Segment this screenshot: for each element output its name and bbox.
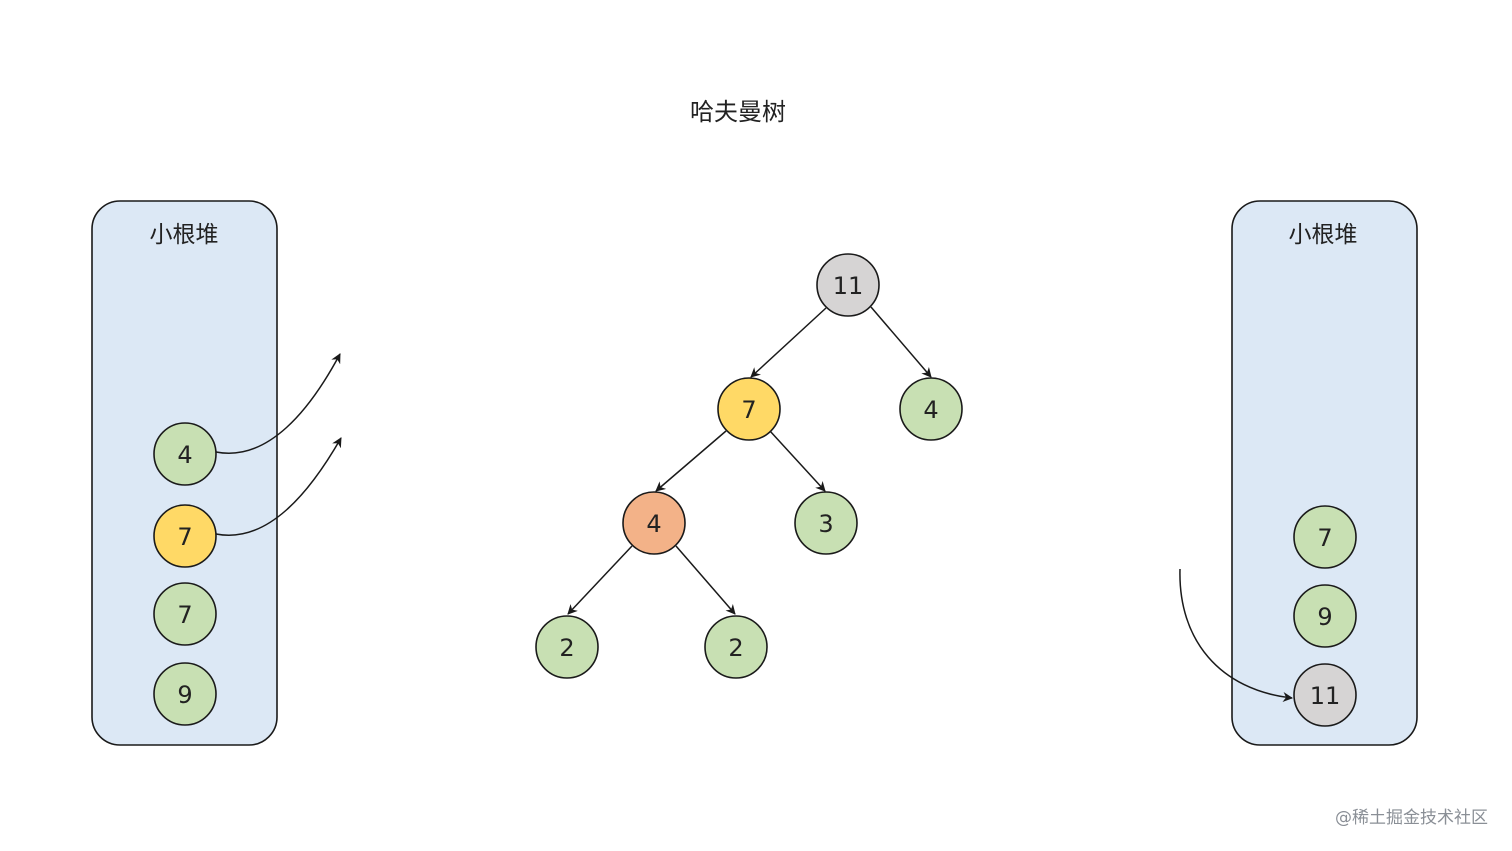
tree-node: 2 (535, 615, 599, 679)
left-heap-node: 7 (153, 504, 217, 568)
tree-node: 2 (704, 615, 768, 679)
tree-node: 3 (794, 491, 858, 555)
node-value: 3 (818, 510, 833, 538)
pop-arrow (215, 437, 342, 536)
node-value: 7 (177, 601, 192, 629)
push-arrow (1179, 568, 1293, 702)
node-value: 4 (177, 441, 192, 469)
left-heap: 小根堆 4 7 7 9 (91, 200, 278, 746)
node-value: 7 (177, 523, 192, 551)
node-value: 2 (559, 634, 574, 662)
node-value: 4 (923, 396, 938, 424)
pop-arrow (215, 353, 341, 454)
left-heap-node: 7 (153, 582, 217, 646)
left-heap-node: 9 (153, 662, 217, 726)
left-heap-node: 4 (153, 422, 217, 486)
diagram-title: 哈夫曼树 (690, 98, 786, 126)
tree-edge (870, 306, 932, 378)
right-heap: 小根堆 7 9 11 (1231, 200, 1418, 746)
node-value: 9 (177, 681, 192, 709)
node-value: 9 (1317, 603, 1332, 631)
tree-edges (567, 306, 932, 615)
tree-edge (769, 430, 826, 492)
tree-node: 7 (717, 377, 781, 441)
node-value: 7 (1317, 524, 1332, 552)
node-value: 4 (646, 510, 661, 538)
left-heap-label: 小根堆 (150, 222, 219, 248)
node-value: 11 (833, 272, 864, 300)
right-heap-node: 11 (1293, 663, 1357, 727)
tree-edge (567, 545, 633, 615)
right-heap-node: 9 (1293, 584, 1357, 648)
right-heap-node: 7 (1293, 505, 1357, 569)
tree-edge (750, 307, 827, 378)
tree-node-root: 11 (816, 253, 880, 317)
node-value: 11 (1310, 682, 1341, 710)
tree-node: 4 (622, 491, 686, 555)
tree-edge (655, 430, 727, 492)
right-heap-box (1231, 200, 1418, 746)
tree-edge (675, 545, 736, 615)
right-heap-label: 小根堆 (1289, 222, 1358, 248)
node-value: 7 (741, 396, 756, 424)
tree-node: 4 (899, 377, 963, 441)
watermark: @稀土掘金技术社区 (1335, 808, 1488, 828)
node-value: 2 (728, 634, 743, 662)
